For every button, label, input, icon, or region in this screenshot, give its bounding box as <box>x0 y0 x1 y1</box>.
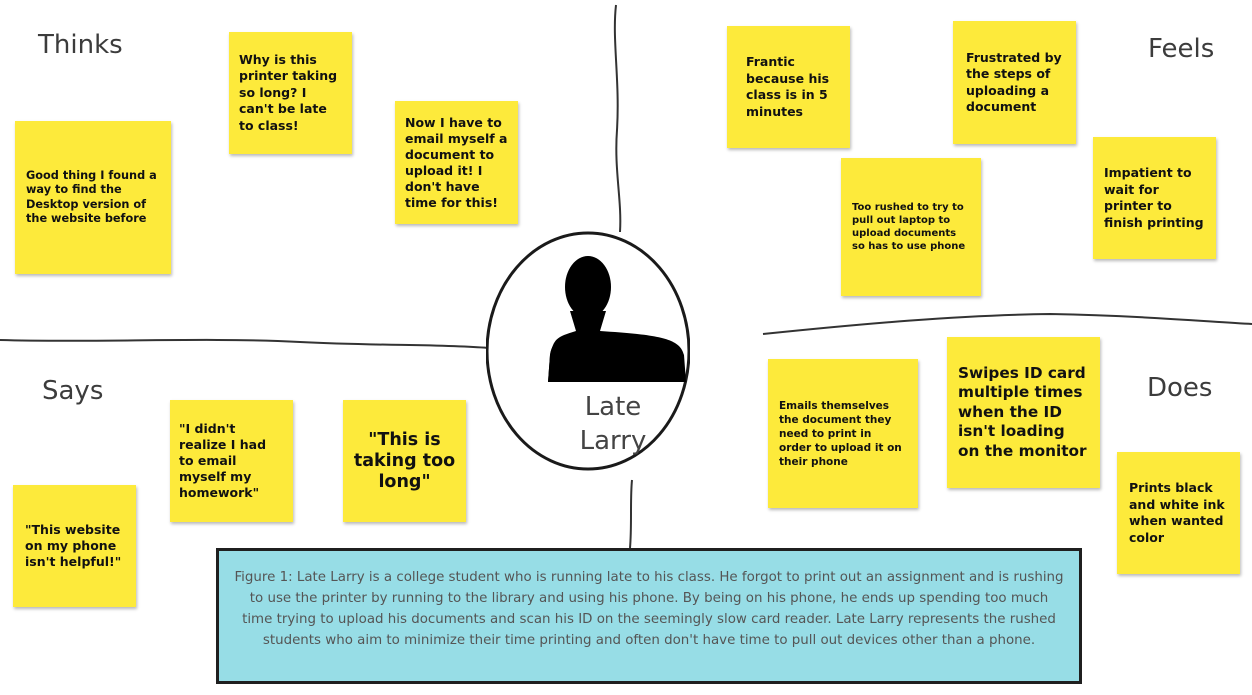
persona-name: Late Larry <box>540 390 686 458</box>
quadrant-label-thinks: Thinks <box>38 30 123 60</box>
note-text: "I didn't realize I had to email myself … <box>179 421 267 500</box>
sticky-note-feels-frantic: Frantic because his class is in 5 minute… <box>727 26 850 148</box>
note-text: Now I have to email myself a document to… <box>405 114 508 210</box>
divider-left <box>0 338 489 349</box>
sticky-note-says-website: "This website on my phone isn't helpful!… <box>13 485 136 607</box>
persona-name-line2: Larry <box>579 426 647 456</box>
note-text: "This website on my phone isn't helpful!… <box>25 522 122 569</box>
note-text: Emails themselves the document they need… <box>779 399 902 468</box>
note-text: "This is taking too long" <box>353 429 456 492</box>
sticky-note-feels-rushed: Too rushed to try to pull out laptop to … <box>841 158 981 296</box>
sticky-note-says-too-long: "This is taking too long" <box>343 400 466 522</box>
divider-right <box>762 312 1252 335</box>
quadrant-label-feels: Feels <box>1148 34 1215 64</box>
sticky-note-says-homework: "I didn't realize I had to email myself … <box>170 400 293 522</box>
sticky-note-thinks-desktop: Good thing I found a way to find the Des… <box>15 121 171 274</box>
sticky-note-thinks-email: Now I have to email myself a document to… <box>395 101 518 224</box>
note-text: Frantic because his class is in 5 minute… <box>746 54 830 119</box>
persona-circle <box>486 231 690 471</box>
note-text: Why is this printer taking so long? I ca… <box>239 51 338 133</box>
divider-top <box>613 4 622 233</box>
sticky-note-does-emails: Emails themselves the document they need… <box>768 359 918 508</box>
sticky-note-feels-impatient: Impatient to wait for printer to finish … <box>1093 137 1216 259</box>
note-text: Swipes ID card multiple times when the I… <box>958 363 1087 460</box>
quadrant-label-says: Says <box>42 376 104 406</box>
sticky-note-does-prints: Prints black and white ink when wanted c… <box>1117 452 1240 574</box>
sticky-note-does-swipes: Swipes ID card multiple times when the I… <box>947 337 1100 488</box>
note-text: Frustrated by the steps of uploading a d… <box>966 49 1062 115</box>
divider-bottom <box>629 479 633 549</box>
sticky-note-thinks-printer: Why is this printer taking so long? I ca… <box>229 32 352 154</box>
note-text: Impatient to wait for printer to finish … <box>1104 165 1204 230</box>
quadrant-label-does: Does <box>1147 373 1213 403</box>
sticky-note-feels-frustrated: Frustrated by the steps of uploading a d… <box>953 21 1076 144</box>
note-text: Prints black and white ink when wanted c… <box>1129 480 1225 545</box>
person-silhouette-icon <box>548 256 686 382</box>
figure-caption: Figure 1: Late Larry is a college studen… <box>216 548 1082 684</box>
persona-name-line1: Late <box>584 392 642 422</box>
note-text: Too rushed to try to pull out laptop to … <box>852 202 966 252</box>
note-text: Good thing I found a way to find the Des… <box>26 168 157 226</box>
